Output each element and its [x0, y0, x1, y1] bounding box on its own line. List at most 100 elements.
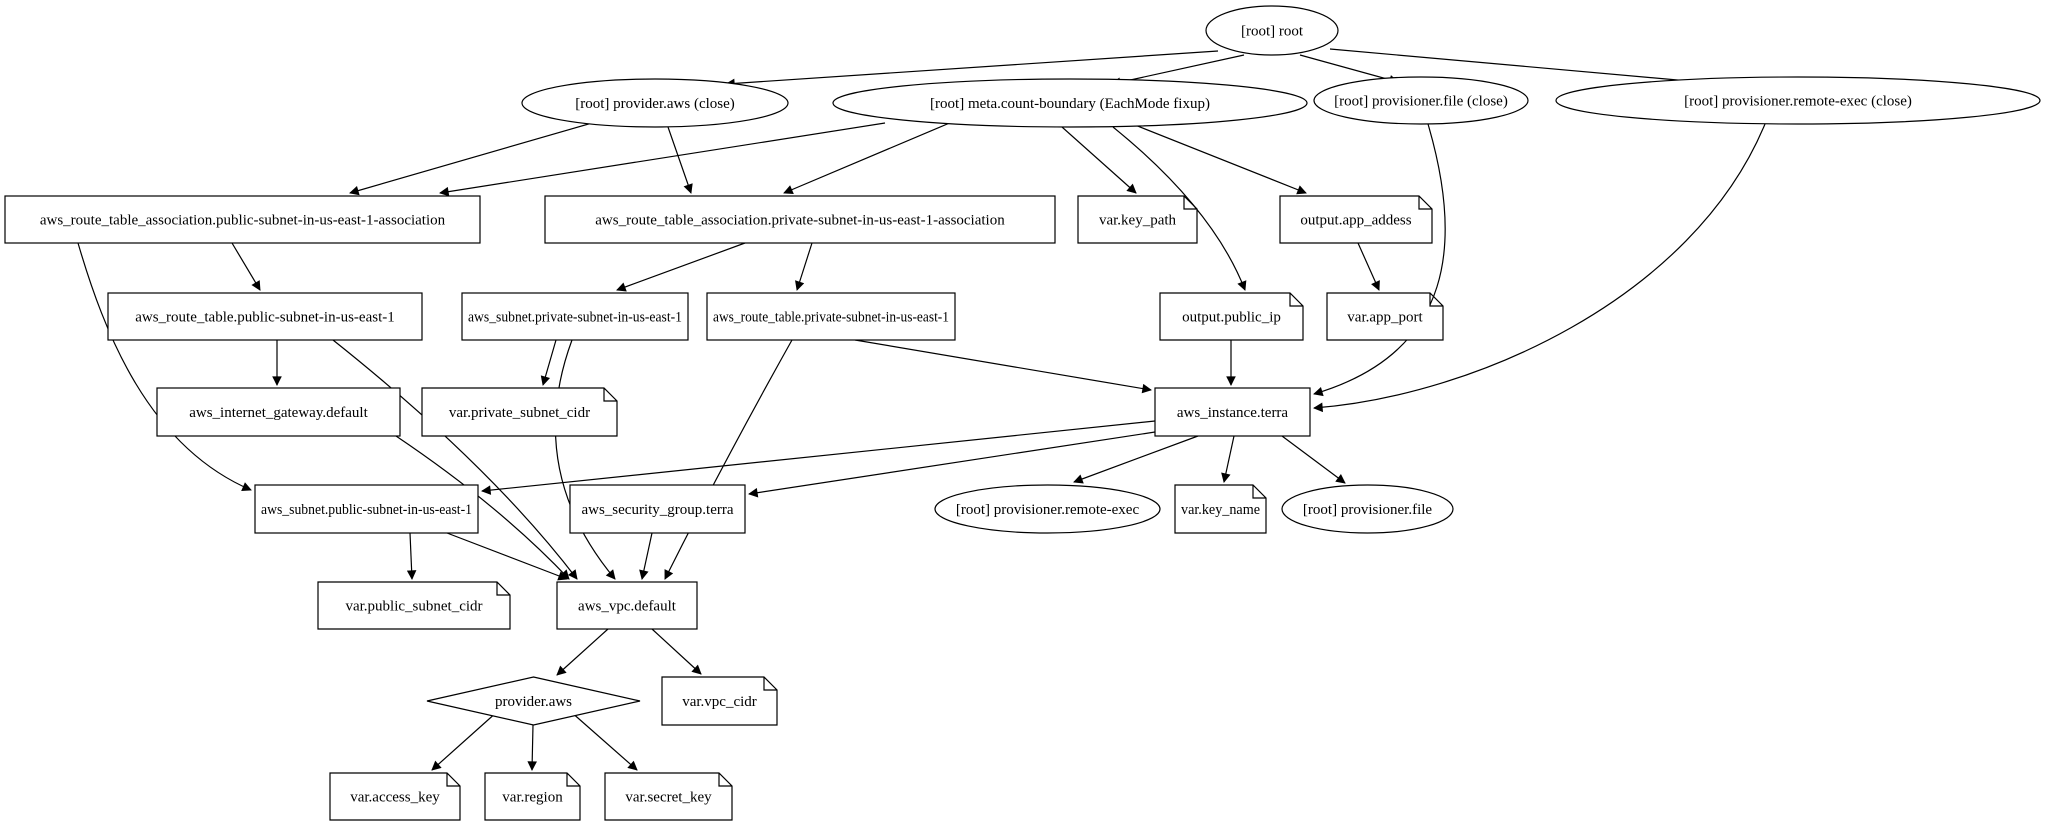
- box-shape: [556, 581, 698, 630]
- ellipse-shape: [1313, 76, 1529, 125]
- node-label: [root] root: [1241, 24, 1304, 40]
- node-label: var.vpc_cidr: [682, 694, 757, 710]
- edge-provider_close-to-assoc_private: [667, 126, 693, 194]
- note-shape: [1077, 195, 1198, 244]
- edge-instance-to-sg: [748, 431, 1156, 498]
- edge-meta-to-assoc_public: [439, 122, 886, 197]
- node-instance: aws_instance.terra: [1154, 387, 1311, 437]
- node-assoc_public: aws_route_table_association.public-subne…: [4, 195, 481, 244]
- node-label: var.region: [502, 790, 563, 806]
- edge-provremote_close-to-instance: [1313, 123, 1766, 413]
- edge-assoc_private-to-rt_private: [795, 242, 813, 291]
- diamond-shape: [426, 676, 641, 726]
- edge-output_app_addess-to-var_app_port: [1357, 242, 1380, 291]
- edge-instance-to-provremote: [1073, 435, 1199, 484]
- edge-rt_public-to-vpc: [332, 339, 578, 580]
- node-label: [root] provisioner.file: [1303, 502, 1432, 518]
- node-label: aws_route_table_association.private-subn…: [595, 213, 1005, 229]
- node-label: aws_instance.terra: [1177, 405, 1289, 421]
- edge-assoc_public-to-subnet_public: [77, 242, 252, 492]
- node-vpc: aws_vpc.default: [556, 581, 698, 630]
- node-meta: [root] meta.count-boundary (EachMode fix…: [832, 78, 1308, 128]
- node-label: aws_route_table.public-subnet-in-us-east…: [135, 310, 395, 326]
- node-label: [root] meta.count-boundary (EachMode fix…: [930, 96, 1210, 112]
- edge-rt_private-to-instance: [854, 339, 1152, 394]
- node-rt_public: aws_route_table.public-subnet-in-us-east…: [107, 292, 423, 341]
- edge-root-to-provider_close: [725, 50, 1219, 89]
- edge-subnet_private-to-vpc: [554, 339, 616, 580]
- node-var_key_name: var.key_name: [1174, 484, 1267, 534]
- edge-subnet_public-to-vpc: [446, 532, 568, 581]
- node-label: var.key_name: [1181, 502, 1260, 518]
- node-label: [root] provider.aws (close): [575, 96, 735, 112]
- node-label: aws_internet_gateway.default: [189, 405, 368, 421]
- note-shape: [661, 676, 778, 726]
- note-shape: [1279, 195, 1433, 244]
- node-provremote_close: [root] provisioner.remote-exec (close): [1555, 76, 2041, 125]
- edge-instance-to-provfile: [1281, 435, 1346, 484]
- edge-subnet_public-to-var_public_cidr: [406, 532, 417, 580]
- edge-provider_aws-to-var_access_key: [431, 710, 499, 771]
- node-var_app_port: var.app_port: [1326, 292, 1444, 341]
- edge-provider_aws-to-var_secret_key: [569, 710, 638, 771]
- edge-instance-to-subnet_public: [481, 420, 1156, 495]
- node-provremote: [root] provisioner.remote-exec: [934, 484, 1161, 534]
- note-shape: [329, 772, 461, 821]
- node-var_private_cidr: var.private_subnet_cidr: [421, 387, 618, 437]
- edge-meta-to-assoc_private: [783, 121, 953, 195]
- nodes-layer: [root] root [root] provider.aws (close) [r…: [4, 5, 2041, 821]
- ellipse-shape: [521, 78, 789, 128]
- box-shape: [461, 292, 689, 341]
- note-shape: [421, 387, 618, 437]
- node-output_public_ip: output.public_ip: [1159, 292, 1304, 341]
- edge-vpc-to-var_vpc_cidr: [651, 628, 702, 675]
- edge-meta-to-output_app_addess: [1134, 124, 1307, 195]
- node-subnet_private: aws_subnet.private-subnet-in-us-east-1: [461, 292, 689, 341]
- edge-root-to-provfile_close: [1299, 54, 1399, 85]
- node-provfile_close: [root] provisioner.file (close): [1313, 76, 1529, 125]
- note-shape: [1174, 484, 1267, 534]
- node-label: aws_subnet.public-subnet-in-us-east-1: [261, 502, 472, 518]
- edge-provider_close-to-assoc_public: [349, 122, 593, 196]
- edge-instance-to-var_key_name: [1221, 435, 1235, 483]
- node-provider_close: [root] provider.aws (close): [521, 78, 789, 128]
- edge-vpc-to-provider_aws: [556, 628, 609, 676]
- edge-subnet_private-to-var_private_cidr: [540, 339, 557, 386]
- node-label: provider.aws: [495, 694, 572, 710]
- node-label: aws_vpc.default: [578, 599, 677, 615]
- node-label: output.app_addess: [1300, 213, 1411, 229]
- node-igw: aws_internet_gateway.default: [156, 387, 401, 437]
- node-assoc_private: aws_route_table_association.private-subn…: [544, 195, 1056, 244]
- node-var_access_key: var.access_key: [329, 772, 461, 821]
- node-label: [root] provisioner.file (close): [1334, 94, 1508, 110]
- box-shape: [544, 195, 1056, 244]
- node-label: var.secret_key: [625, 790, 712, 806]
- node-label: aws_route_table_association.public-subne…: [40, 213, 446, 229]
- box-shape: [107, 292, 423, 341]
- node-var_key_path: var.key_path: [1077, 195, 1198, 244]
- box-shape: [1154, 387, 1311, 437]
- edge-provfile_close-to-instance: [1313, 123, 1446, 397]
- ellipse-shape: [934, 484, 1161, 534]
- edge-igw-to-vpc: [395, 435, 570, 580]
- node-var_public_cidr: var.public_subnet_cidr: [317, 581, 511, 630]
- edge-root-to-meta: [1111, 54, 1245, 87]
- box-shape: [4, 195, 481, 244]
- node-label: var.key_path: [1099, 213, 1177, 229]
- edge-assoc_public-to-rt_public: [231, 242, 261, 291]
- edge-provider_aws-to-var_region: [527, 724, 537, 771]
- note-shape: [317, 581, 511, 630]
- node-var_vpc_cidr: var.vpc_cidr: [661, 676, 778, 726]
- node-var_secret_key: var.secret_key: [604, 772, 733, 821]
- node-label: [root] provisioner.remote-exec: [956, 502, 1140, 518]
- node-label: aws_route_table.private-subnet-in-us-eas…: [713, 310, 949, 326]
- node-label: aws_security_group.terra: [581, 502, 733, 518]
- node-root: [root] root: [1205, 5, 1339, 56]
- note-shape: [604, 772, 733, 821]
- edge-meta-to-var_key_path: [1061, 126, 1137, 194]
- node-subnet_public: aws_subnet.public-subnet-in-us-east-1: [254, 484, 479, 534]
- edge-root-to-provremote_close: [1329, 48, 1723, 89]
- node-output_app_addess: output.app_addess: [1279, 195, 1433, 244]
- note-shape: [1159, 292, 1304, 341]
- ellipse-shape: [1205, 5, 1339, 56]
